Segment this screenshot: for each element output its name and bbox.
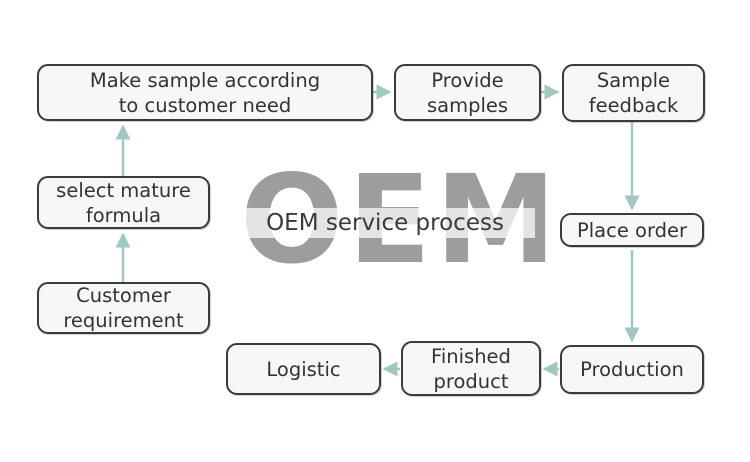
node-place-order-line-1: Place order [576,218,688,242]
node-customer-requirement-line-1: Customer [76,284,171,307]
node-sample-feedback-line-1: Sample [596,69,671,92]
node-production-line-1: Production [580,358,684,381]
node-provide-samples-line-1: Provide [431,68,504,92]
node-make-sample-line-1: Make sample according [89,68,321,92]
node-finished-product[interactable]: Finished product [401,341,541,396]
node-logistic-line-1: Logistic [266,357,341,381]
node-sample-feedback-line-2: feedback [588,94,679,117]
node-select-mature-formula[interactable]: select mature formula [37,176,210,229]
node-select-mature-formula-line-1: select mature [56,178,191,202]
node-select-mature-formula-line-2: formula [85,203,162,227]
node-logistic[interactable]: Logistic [226,343,381,395]
node-production[interactable]: Production [560,345,704,394]
diagram-title: OEM service process [235,208,535,238]
node-finished-product-line-2: product [433,369,509,393]
node-provide-samples-line-2: samples [426,93,509,117]
node-make-sample[interactable]: Make sample according to customer need [37,64,373,121]
node-customer-requirement[interactable]: Customer requirement [37,282,210,334]
node-provide-samples[interactable]: Provide samples [394,64,541,121]
node-make-sample-line-2: to customer need [118,93,292,117]
node-sample-feedback[interactable]: Sample feedback [562,64,705,122]
node-finished-product-line-1: Finished [431,344,511,368]
node-place-order[interactable]: Place order [560,213,704,247]
node-customer-requirement-line-2: requirement [63,309,184,332]
